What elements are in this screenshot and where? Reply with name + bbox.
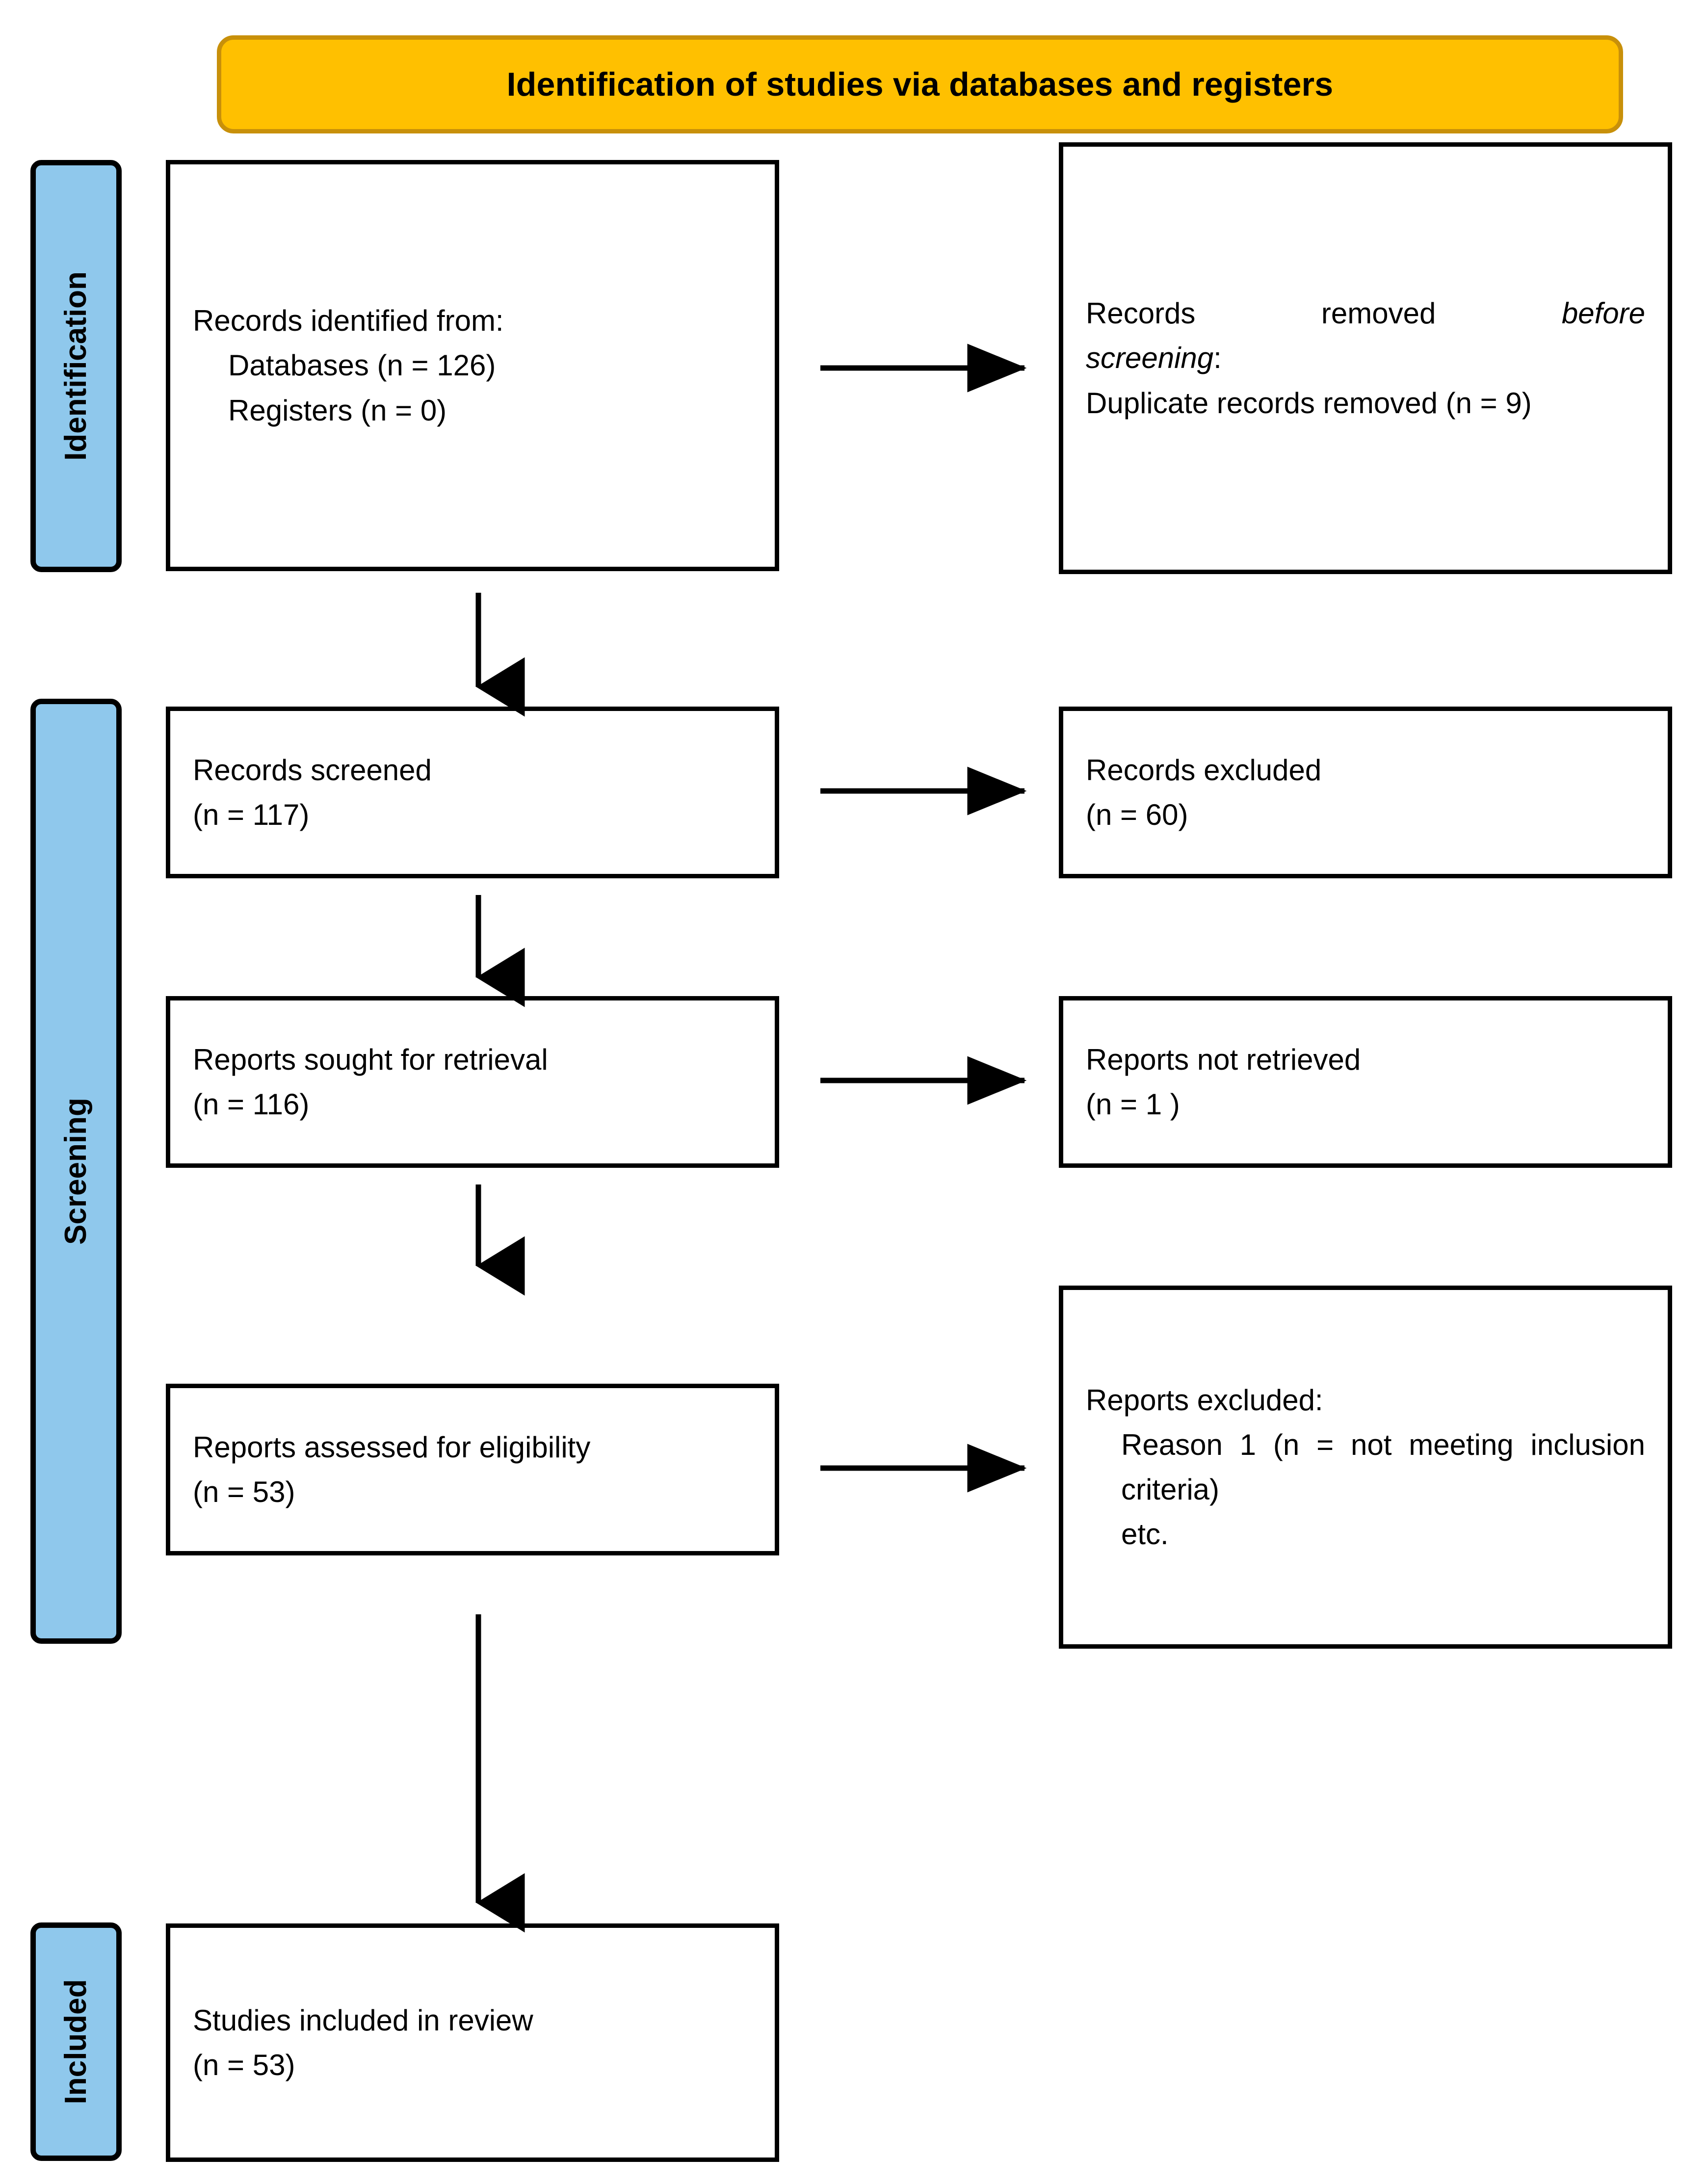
box-reports-excluded: Reports excluded: Reason 1 (n = not meet… bbox=[1059, 1286, 1672, 1649]
diagram-title-banner: Identification of studies via databases … bbox=[217, 35, 1623, 133]
box-studies-included: Studies included in review (n = 53) bbox=[166, 1923, 779, 2162]
reports-sought-count: (n = 116) bbox=[193, 1088, 310, 1121]
stage-label-identification: Identification bbox=[59, 271, 93, 461]
records-identified-registers: Registers (n = 0) bbox=[228, 394, 447, 427]
reports-excluded-label: Reports excluded: bbox=[1086, 1383, 1323, 1417]
records-removed-line-2-italic: screening bbox=[1086, 342, 1214, 375]
box-records-screened: Records screened (n = 117) bbox=[166, 707, 779, 878]
reports-excluded-etc: etc. bbox=[1121, 1518, 1169, 1551]
box-studies-included-content: Studies included in review (n = 53) bbox=[170, 1998, 775, 2087]
records-removed-line-1: Records removed before bbox=[1086, 291, 1645, 336]
box-reports-not-retrieved-content: Reports not retrieved (n = 1 ) bbox=[1063, 1037, 1668, 1127]
studies-included-label: Studies included in review bbox=[193, 2003, 533, 2037]
reports-assessed-count: (n = 53) bbox=[193, 1475, 295, 1508]
box-reports-assessed: Reports assessed for eligibility (n = 53… bbox=[166, 1384, 779, 1555]
stage-sidebar-included: Included bbox=[30, 1922, 122, 2161]
records-removed-duplicates: Duplicate records removed (n = 9) bbox=[1086, 386, 1532, 420]
box-records-removed-content: Records removed before screening: Duplic… bbox=[1063, 291, 1668, 425]
box-records-excluded: Records excluded (n = 60) bbox=[1059, 707, 1672, 878]
reports-excluded-reason-1: Reason 1 (n = not meeting inclusion crit… bbox=[1121, 1428, 1645, 1506]
records-identified-databases: Databases (n = 126) bbox=[228, 349, 496, 382]
box-reports-assessed-content: Reports assessed for eligibility (n = 53… bbox=[170, 1425, 775, 1514]
box-reports-excluded-content: Reports excluded: Reason 1 (n = not meet… bbox=[1063, 1378, 1668, 1557]
box-reports-not-retrieved: Reports not retrieved (n = 1 ) bbox=[1059, 996, 1672, 1168]
stage-sidebar-screening: Screening bbox=[30, 699, 122, 1644]
records-removed-line-1-text: Records removed bbox=[1086, 297, 1436, 330]
records-excluded-count: (n = 60) bbox=[1086, 798, 1188, 831]
reports-sought-label: Reports sought for retrieval bbox=[193, 1043, 548, 1076]
records-screened-count: (n = 117) bbox=[193, 798, 310, 831]
reports-not-retrieved-label: Reports not retrieved bbox=[1086, 1043, 1361, 1076]
reports-assessed-label: Reports assessed for eligibility bbox=[193, 1430, 591, 1464]
stage-label-screening: Screening bbox=[59, 1098, 93, 1245]
diagram-title: Identification of studies via databases … bbox=[506, 66, 1334, 103]
box-records-screened-content: Records screened (n = 117) bbox=[170, 748, 775, 837]
records-removed-line-2: screening: bbox=[1086, 336, 1645, 380]
reports-not-retrieved-count: (n = 1 ) bbox=[1086, 1088, 1180, 1121]
records-excluded-label: Records excluded bbox=[1086, 753, 1322, 787]
stage-sidebar-identification: Identification bbox=[30, 160, 122, 572]
box-reports-sought: Reports sought for retrieval (n = 116) bbox=[166, 996, 779, 1168]
records-removed-line-1-italic: before bbox=[1561, 297, 1645, 330]
box-reports-sought-content: Reports sought for retrieval (n = 116) bbox=[170, 1037, 775, 1127]
box-records-excluded-content: Records excluded (n = 60) bbox=[1063, 748, 1668, 837]
box-records-removed: Records removed before screening: Duplic… bbox=[1059, 142, 1672, 574]
records-removed-line-2-colon: : bbox=[1213, 342, 1222, 375]
box-records-identified: Records identified from: Databases (n = … bbox=[166, 160, 779, 571]
studies-included-count: (n = 53) bbox=[193, 2049, 295, 2081]
records-screened-label: Records screened bbox=[193, 753, 432, 787]
records-identified-line-1: Records identified from: bbox=[193, 304, 504, 338]
box-records-identified-content: Records identified from: Databases (n = … bbox=[170, 298, 775, 433]
stage-label-included: Included bbox=[59, 1979, 93, 2105]
